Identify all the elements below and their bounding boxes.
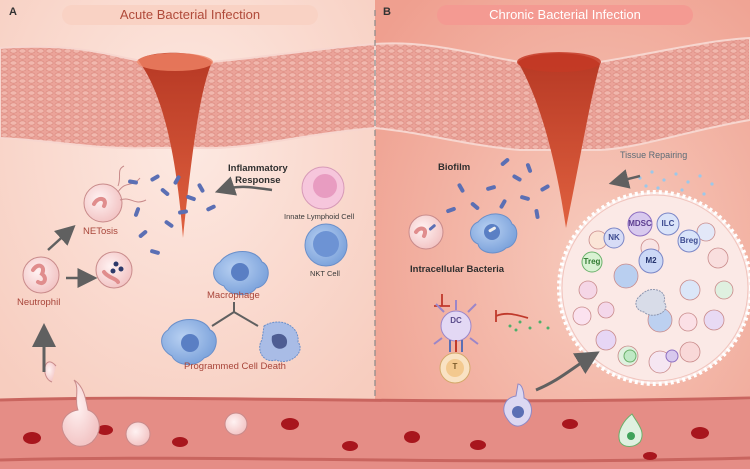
- extravasating-neutrophil: [44, 361, 248, 447]
- macrophage-cell: [213, 251, 269, 295]
- repair-dots: [638, 170, 714, 196]
- infected-neutrophil-b: [408, 214, 444, 250]
- inhibition-arrow-dc: [495, 310, 529, 322]
- vessel-monocyte-b: [618, 413, 643, 447]
- wound-b-opening: [517, 52, 601, 72]
- tag-breg: Breg: [679, 236, 699, 245]
- macrophage-fork: [211, 302, 259, 327]
- bacteria-cluster-a: [128, 174, 216, 255]
- bacteria-cluster-b: [446, 158, 550, 219]
- panel-b-letter: B: [383, 6, 391, 18]
- netosis-cell: [83, 165, 147, 223]
- label-programmed-cell-death: Programmed Cell Death: [184, 361, 286, 372]
- panel-a-title: Acute Bacterial Infection: [62, 5, 318, 25]
- tag-nk: NK: [608, 233, 620, 242]
- panel-a-letter: A: [9, 6, 17, 18]
- tag-treg: Treg: [583, 257, 601, 266]
- apoptotic-macrophage: [161, 319, 217, 365]
- arrow-monocyte-to-cluster: [535, 351, 600, 392]
- label-nkt-cell: NKT Cell: [310, 269, 340, 278]
- immune-cell-cluster: [557, 190, 750, 386]
- label-t: T: [452, 362, 458, 371]
- tag-ilc: ILC: [661, 219, 675, 228]
- tag-mdsc: MDSC: [628, 219, 652, 228]
- label-tissue-repairing: Tissue Repairing: [620, 150, 688, 160]
- dendritic-cell: [433, 300, 479, 352]
- phagocytosing-neutrophil: [95, 251, 133, 289]
- signal-dots: [508, 320, 550, 332]
- infected-macrophage-b: [470, 213, 518, 254]
- wound-a: [138, 52, 212, 238]
- wound-b: [518, 53, 600, 228]
- label-inflammatory-response: Inflammatory Response: [228, 163, 288, 186]
- innate-lymphoid-cell: [301, 166, 345, 210]
- label-netosis: NETosis: [83, 226, 118, 237]
- t-cell: [439, 352, 471, 384]
- panel-b-title: Chronic Bacterial Infection: [437, 5, 693, 25]
- migrating-monocyte: [503, 383, 532, 427]
- label-intracellular-bacteria: Intracellular Bacteria: [410, 264, 504, 275]
- label-macrophage: Macrophage: [207, 290, 260, 301]
- nkt-cell: [304, 223, 348, 267]
- label-dc: DC: [450, 316, 462, 325]
- label-neutrophil: Neutrophil: [17, 297, 61, 308]
- label-innate-lymphoid-cell: Innate Lymphoid Cell: [284, 212, 355, 221]
- arrow-tissue-repairing: [608, 169, 641, 189]
- neutrophil-cell: [22, 256, 60, 294]
- arrow-to-netosis: [47, 224, 76, 251]
- wound-a-opening: [137, 53, 213, 71]
- tag-m2: M2: [645, 256, 657, 265]
- pyroptotic-macrophage: [259, 321, 301, 362]
- arrow-inflammatory-response: [214, 176, 273, 196]
- label-biofilm: Biofilm: [438, 162, 471, 173]
